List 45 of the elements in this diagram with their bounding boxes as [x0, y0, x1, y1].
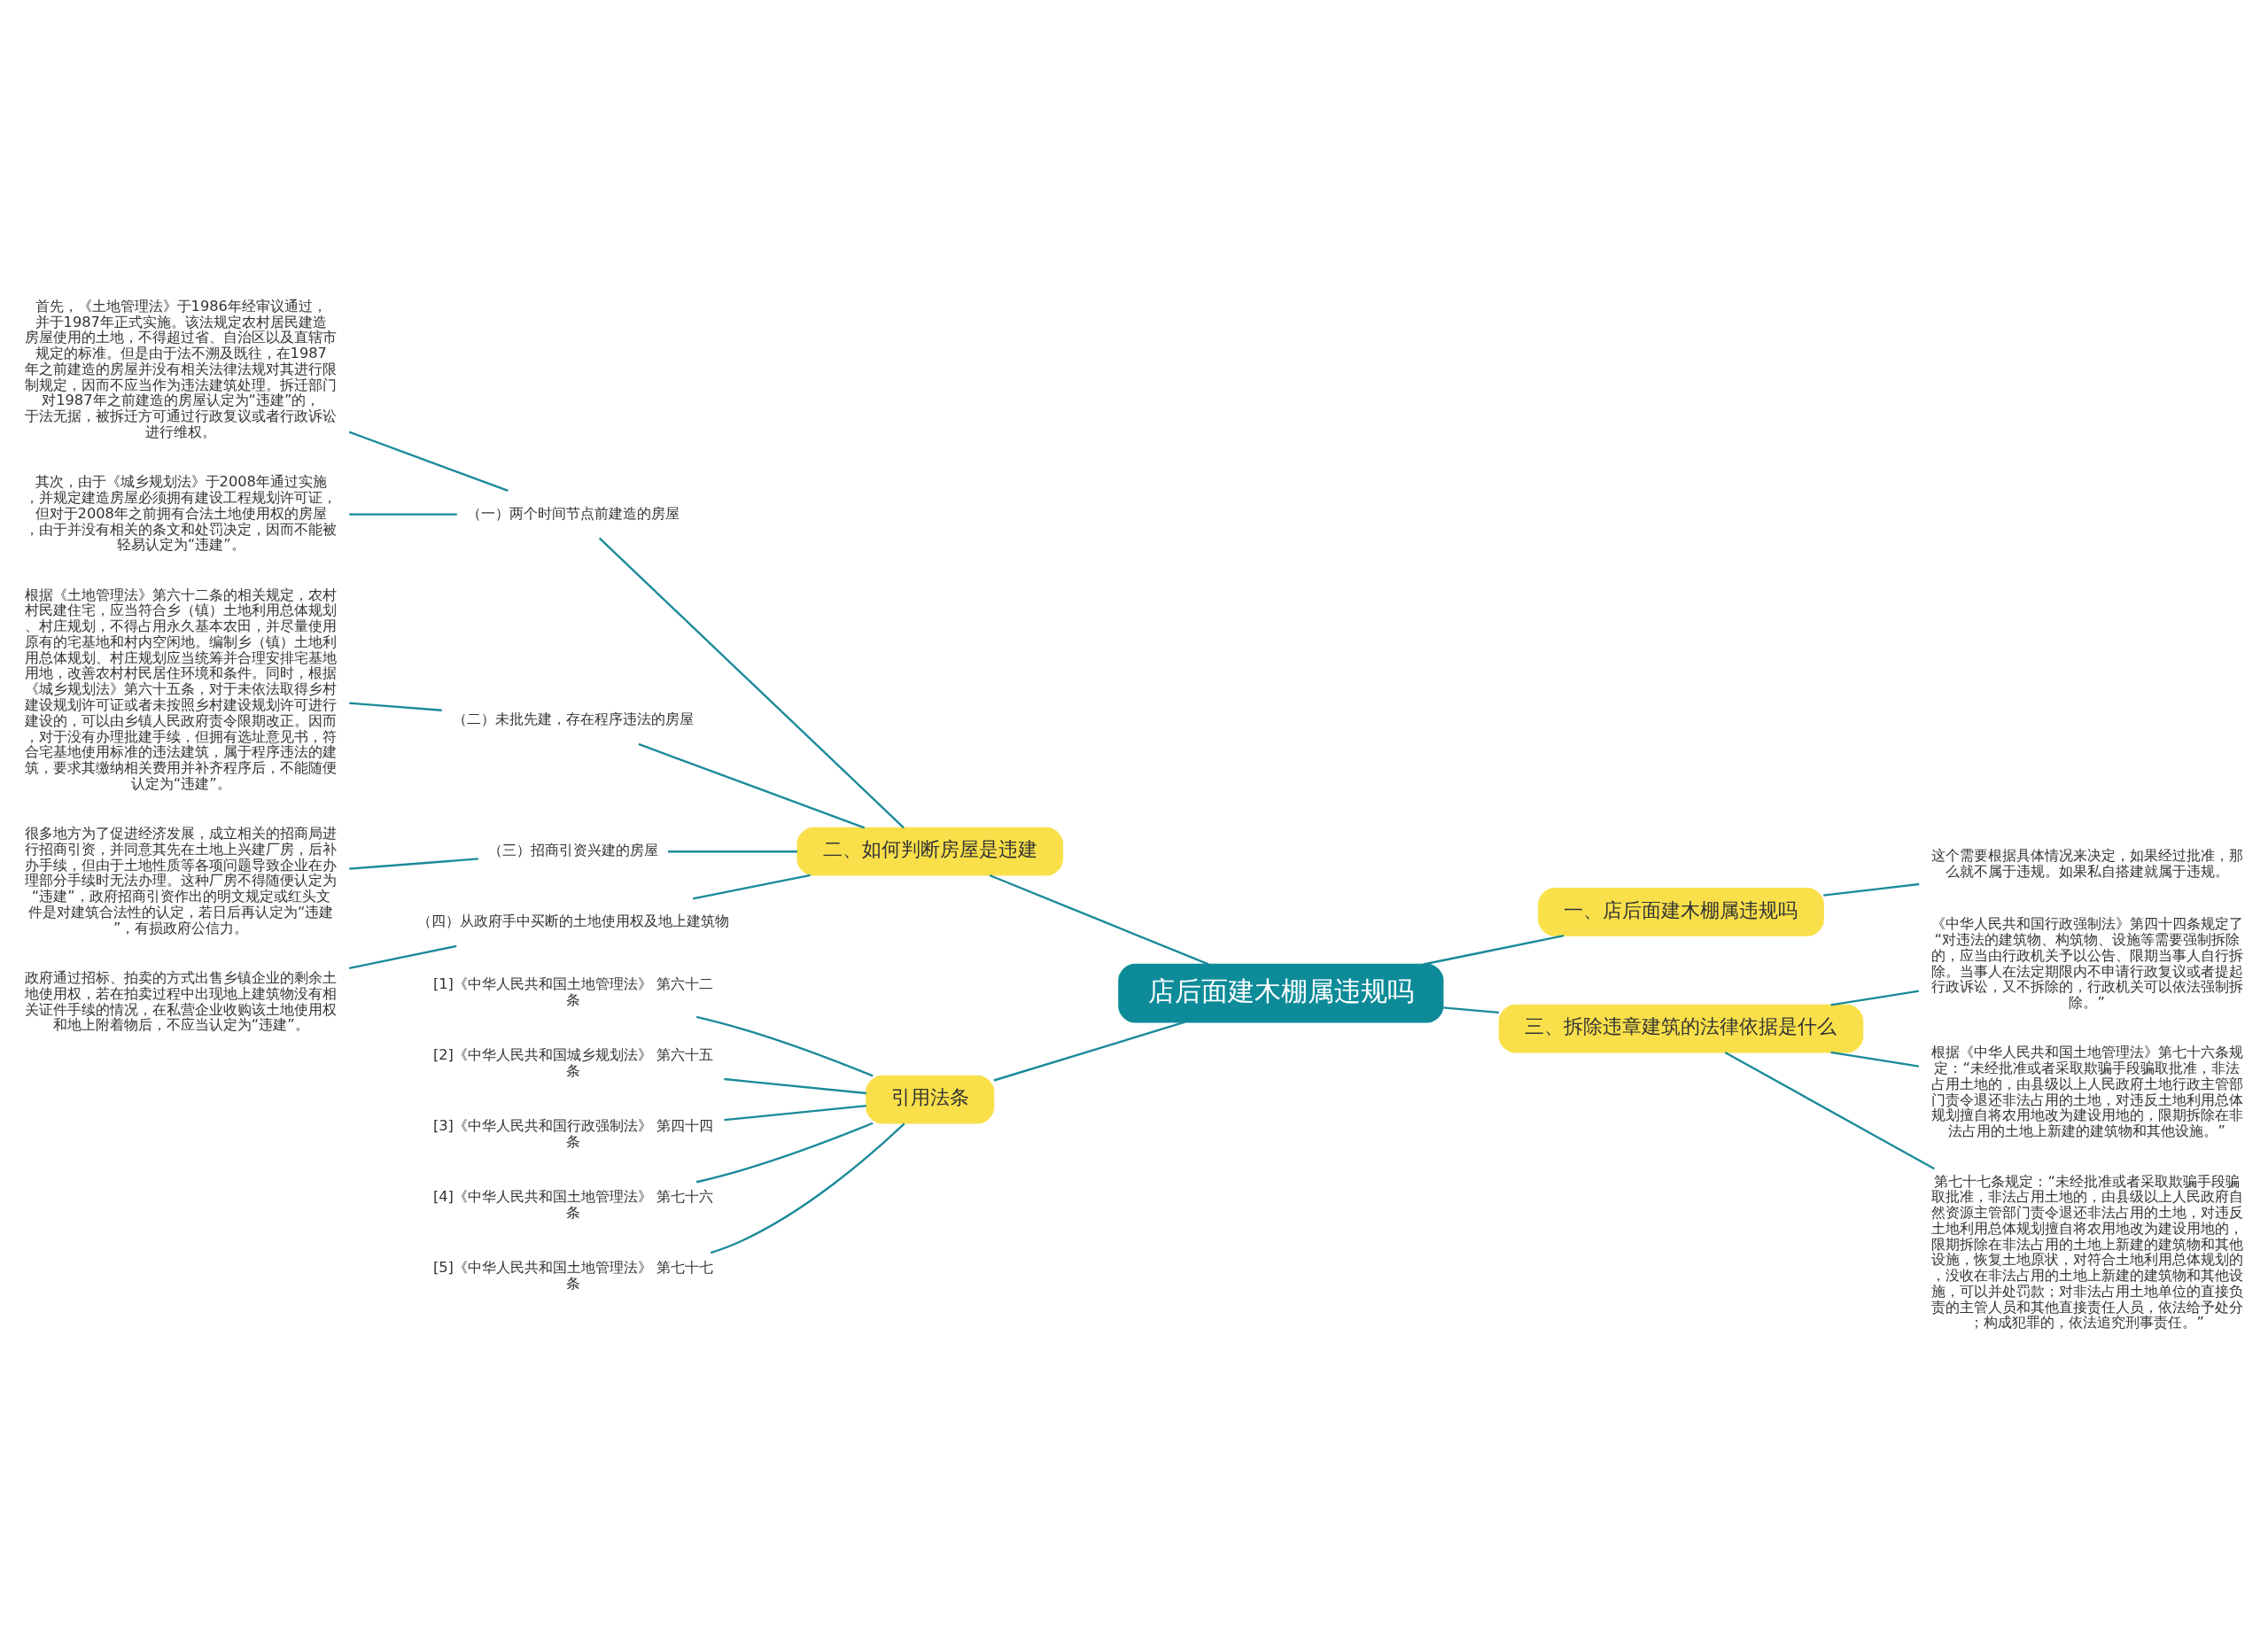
connector	[695, 1122, 874, 1184]
node-text: [3]《中华人民共和国行政强制法》 第四十四条	[432, 1117, 714, 1151]
node-box: 二、如何判断房屋是违建	[796, 827, 1064, 876]
node-text: [2]《中华人民共和国城乡规划法》 第六十五条	[432, 1046, 714, 1080]
node-text: （三）招商引资兴建的房屋	[488, 842, 658, 859]
node-text: （一）两个时间节点前建造的房屋	[467, 504, 680, 522]
node-text: 很多地方为了促进经济发展，成立相关的招商局进行招商引资，并同意其先在土地上兴建厂房，后补办手续，但由于土地性质等各项问题导致企业在办理部分手续时无法办理。这种厂房不得随便认定为“违建”，政府招商引资作出的明文规定或红头文件是对建筑合法性的认定，若日后再认定为“违建”，有损政府公信力。	[25, 825, 338, 936]
connector	[638, 742, 866, 829]
connector	[1423, 934, 1565, 966]
connector	[349, 858, 478, 870]
connector	[349, 702, 442, 711]
connector	[695, 1015, 874, 1077]
node-text: 根据《中华人民共和国土地管理法》第七十六条规定：“未经批准或者采取欺骗手段骗取批准，非法占用土地的，由县级以上人民政府土地行政主管部门责令退还非法占用的土地，对违反土地利用总体规划擅自将农用地改为建设用地的，限期拆除在非法占用的土地上新建的建筑物和其他设施。”	[1930, 1044, 2243, 1140]
connector	[724, 1077, 866, 1095]
node-text: 政府通过招标、拍卖的方式出售乡镇企业的剩余土地使用权，若在拍卖过程中出现地上建筑物没有相关证件手续的情况，在私营企业收购该土地使用权和地上附着物后，不应当认定为“违建”。	[25, 968, 338, 1034]
node-box: 引用法条	[866, 1075, 995, 1124]
connector	[1823, 882, 1920, 897]
node-text: （四）从政府手中买断的土地使用权及地上建筑物	[417, 913, 729, 930]
connector	[349, 513, 457, 516]
connector	[1443, 1006, 1499, 1014]
node-box: 店后面建木棚属违规吗	[1118, 963, 1444, 1023]
node-text: 第七十七条规定：“未经批准或者采取欺骗手段骗取批准，非法占用土地的，由县级以上人民政府自然资源主管部门责令退还非法占用的土地，对违反土地利用总体规划擅自将农用地改为建设用地的，限期拆除在非法占用的土地上新建的建筑物和其他设施，恢复土地原状，对符合土地利用总体规划的，没收在非法占用的土地上新建的建筑物和其他设施，可以并处罚款；对非法占用土地单位的直接负责的主管人员和其他直接责任人员，依法给予处分；构成犯罪的，依法追究刑事责任。”	[1930, 1172, 2243, 1332]
connector	[1724, 1051, 1935, 1170]
connector	[348, 944, 457, 969]
node-text: 首先，《土地管理法》于1986年经审议通过，并于1987年正式实施。该法规定农村居民建造房屋使用的土地，不得超过省、自治区以及直辖市规定的标准。但是由于法不溯及既往，在1987年之前建造的房屋并没有相关法律法规对其进行限制规定，因而不应当作为违法建筑处理。拆迁部门对1987年之前建造的房屋认定为“违建”的，于法无据，被拆迁方可通过行政复议或者行政诉讼进行维权。	[25, 297, 338, 441]
node-text: 根据《土地管理法》第六十二条的相关规定，农村村民建住宅，应当符合乡（镇）土地利用总体规划、村庄规划，不得占用永久基本农田，并尽量使用原有的宅基地和村内空闲地。编制乡（镇）土地利用总体规划、村庄规划应当统筹并合理安排宅基地用地，改善农村村民居住环境和条件。同时，根据《城乡规划法》第六十五条，对于未依法取得乡村建设规划许可证或者未按照乡村建设规划许可进行建设的，可以由乡镇人民政府责令限期改正。因而，对于没有办理批建手续，但拥有选址意见书，符合宅基地使用标准的违法建筑，属于程序违法的建筑，要求其缴纳相关费用并补齐程序后，不能随便认定为“违建”。	[25, 586, 338, 792]
node-text: [4]《中华人民共和国土地管理法》 第七十六条	[432, 1188, 714, 1222]
node-text: 其次，由于《城乡规划法》于2008年通过实施，并规定建造房屋必须拥有建设工程规划许可证，但对于2008年之前拥有合法土地使用权的房屋，由于并没有相关的条文和处罚决定，因而不能被轻易认定为“违建”。	[25, 473, 338, 554]
node-box: 一、店后面建木棚属违规吗	[1538, 887, 1824, 936]
connector	[710, 1122, 905, 1254]
node-text: 这个需要根据具体情况来决定，如果经过批准，那么就不属于违规。如果私自搭建就属于违规。	[1930, 847, 2243, 881]
node-text: （二）未批先建，存在程序违法的房屋	[453, 711, 694, 728]
node-box: 三、拆除违章建筑的法律依据是什么	[1498, 1004, 1864, 1053]
connector	[348, 431, 509, 493]
connector	[692, 874, 811, 900]
connector	[598, 537, 905, 829]
connector	[993, 1021, 1185, 1082]
node-text: [5]《中华人民共和国土地管理法》 第七十七条	[432, 1259, 714, 1292]
connector	[1830, 990, 1920, 1006]
connector	[1830, 1051, 1920, 1068]
node-text: [1]《中华人民共和国土地管理法》 第六十二条	[432, 975, 714, 1009]
connector	[989, 874, 1209, 966]
connector	[724, 1104, 866, 1122]
connector	[668, 850, 797, 853]
node-text: 《中华人民共和国行政强制法》第四十四条规定了“对违法的建筑物、构筑物、设施等需要强制拆除的，应当由行政机关予以公告、限期当事人自行拆除。当事人在法定期限内不申请行政复议或者提起行政诉讼，又不拆除的，行政机关可以依法强制拆除。”	[1930, 915, 2243, 1012]
